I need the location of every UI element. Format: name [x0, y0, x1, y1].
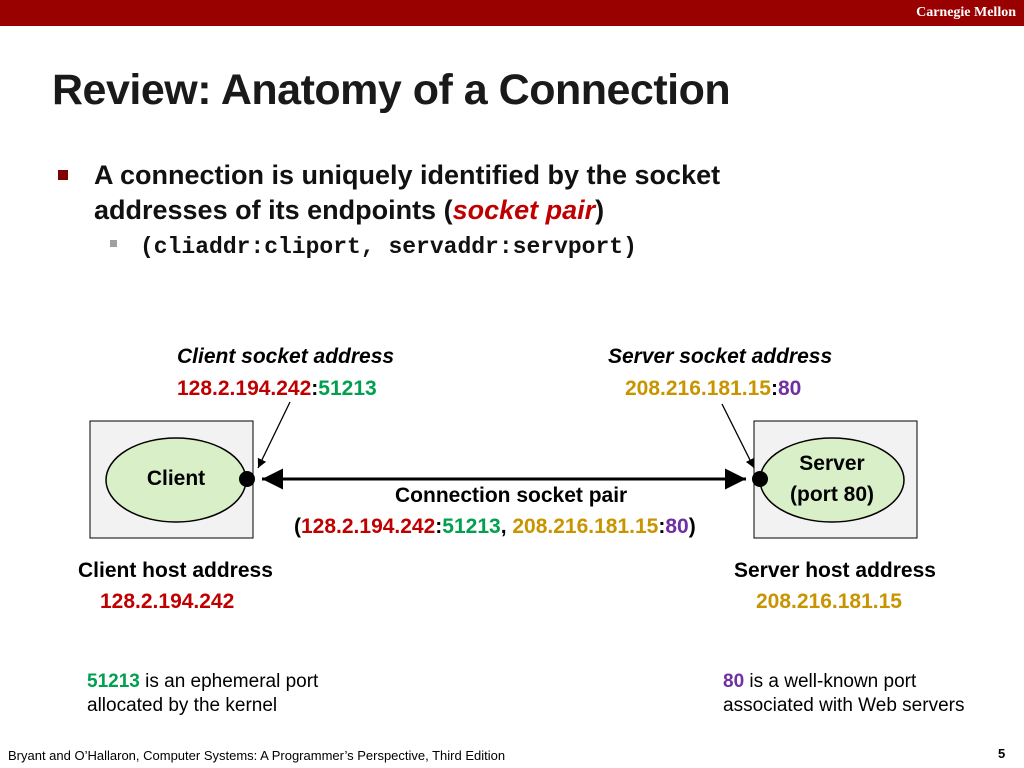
pair-open: (	[294, 515, 301, 538]
bullet-1: A connection is uniquely identified by t…	[94, 158, 814, 228]
top-banner: Carnegie Mellon	[0, 0, 1024, 26]
page-number: 5	[998, 746, 1006, 761]
brand-label: Carnegie Mellon	[916, 5, 1016, 20]
client-socket-address-label: Client socket address	[177, 345, 395, 368]
server-socket-dot	[752, 471, 768, 487]
bullet-1-close: )	[595, 195, 605, 225]
note-left-text-1: is an ephemeral port	[139, 671, 319, 692]
pair-server-port: 80	[665, 515, 689, 538]
note-right-text-1: is a well-known port	[744, 671, 917, 692]
socket-pair-term: socket pair	[452, 195, 596, 225]
server-colon: :	[770, 377, 778, 400]
pair-comma: ,	[500, 515, 513, 538]
client-port: 51213	[318, 377, 377, 400]
pair-colon-2: :	[658, 515, 666, 538]
connection-pair-value: (128.2.194.242:51213, 208.216.181.15:80)	[294, 515, 696, 539]
bullet-1-line-2: addresses of its endpoints (	[94, 195, 453, 225]
note-server-port: 80	[723, 671, 745, 692]
client-socket-address: 128.2.194.242:51213	[177, 377, 377, 401]
client-pointer-line	[257, 401, 291, 469]
server-socket-address-label: Server socket address	[608, 345, 833, 368]
client-socket-dot	[239, 471, 255, 487]
client-host-ip: 128.2.194.242	[100, 590, 235, 613]
pair-server-ip: 208.216.181.15	[512, 515, 659, 538]
server-host-ip: 208.216.181.15	[756, 590, 902, 613]
slide-title: Review: Anatomy of a Connection	[52, 66, 731, 114]
server-node-port-label: (port 80)	[790, 483, 874, 506]
client-ip: 128.2.194.242	[177, 377, 312, 400]
pair-client-port: 51213	[442, 515, 501, 538]
note-left-text-2: allocated by the kernel	[87, 695, 278, 716]
pair-close: )	[688, 515, 696, 538]
bullet-1-line-1: A connection is uniquely identified by t…	[94, 160, 721, 190]
client-node-label: Client	[146, 467, 206, 490]
server-node-label: Server	[799, 452, 865, 475]
ephemeral-port-note: 51213 is an ephemeral port allocated by …	[87, 670, 318, 718]
server-ip: 208.216.181.15	[625, 377, 771, 400]
bullet-2-code: (cliaddr:cliport, servaddr:servport)	[140, 234, 637, 260]
server-port: 80	[777, 377, 802, 400]
note-right-text-2: associated with Web servers	[723, 695, 965, 716]
pair-client-ip: 128.2.194.242	[301, 515, 436, 538]
server-node	[759, 437, 905, 523]
client-host-address-label: Client host address	[78, 559, 273, 582]
client-colon: :	[311, 377, 319, 400]
connection-pair-label: Connection socket pair	[395, 484, 628, 507]
server-host-address-label: Server host address	[734, 559, 936, 582]
server-socket-address: 208.216.181.15:80	[625, 377, 801, 401]
bullet-marker-square	[58, 170, 68, 180]
note-client-port: 51213	[87, 671, 140, 692]
pair-colon-1: :	[435, 515, 443, 538]
bullet-marker-small-square	[110, 240, 117, 247]
footer-citation: Bryant and O’Hallaron, Computer Systems:…	[8, 748, 506, 763]
server-pointer-line	[721, 403, 755, 469]
well-known-port-note: 80 is a well-known port associated with …	[723, 670, 964, 718]
